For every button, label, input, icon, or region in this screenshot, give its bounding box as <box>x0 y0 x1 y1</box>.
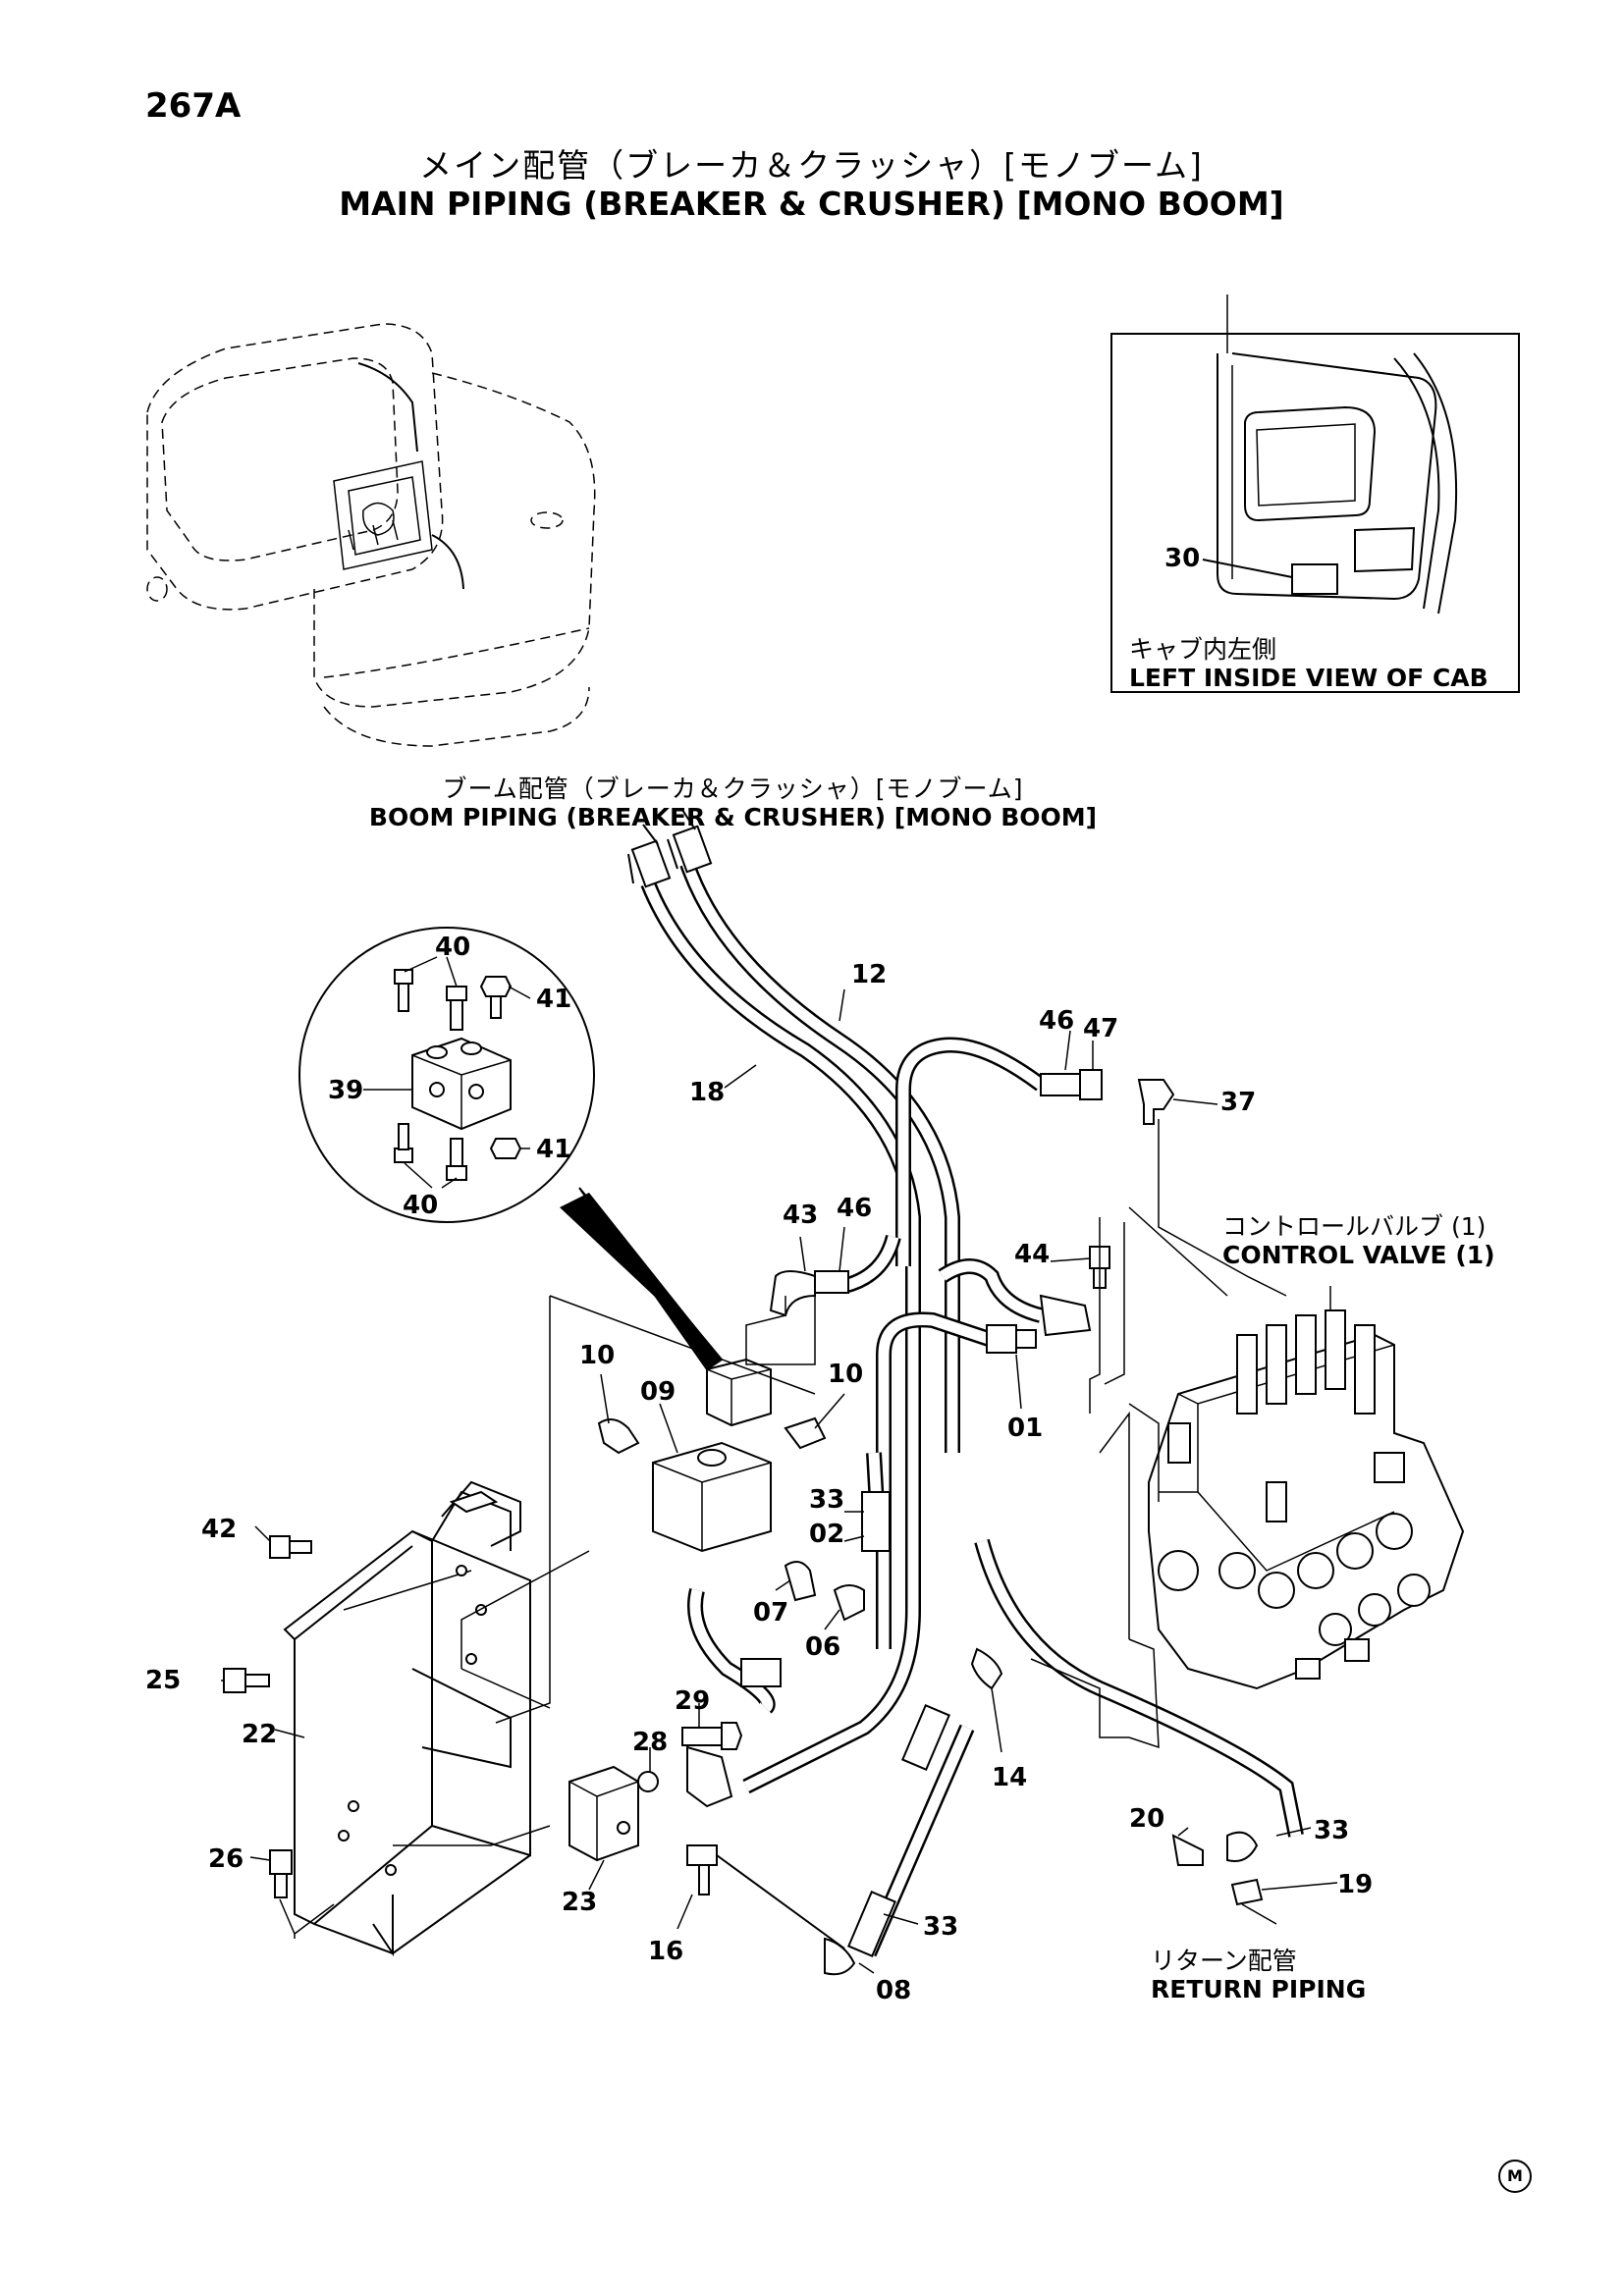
callout-39: 39 <box>328 1076 364 1105</box>
inset-label-english: LEFT INSIDE VIEW OF CAB <box>1129 664 1488 692</box>
callout-22: 22 <box>242 1720 278 1749</box>
mounting-bracket <box>283 1480 531 1957</box>
callout-10-right: 10 <box>828 1360 864 1389</box>
lower-fittings <box>223 1079 1264 1976</box>
return-piping-label-japanese: リターン配管 <box>1151 1947 1297 1975</box>
page-number: 267A <box>145 86 242 126</box>
callout-18: 18 <box>689 1078 726 1107</box>
inset-label-japanese: キャブ内左側 <box>1129 635 1277 664</box>
callout-16: 16 <box>648 1937 684 1966</box>
callout-14: 14 <box>992 1763 1028 1792</box>
callout-02: 02 <box>809 1520 845 1549</box>
callout-20: 20 <box>1129 1804 1165 1834</box>
callout-46-mid: 46 <box>837 1194 873 1223</box>
excavator-cab-illustration <box>146 323 596 747</box>
control-valve-label-english: CONTROL VALVE (1) <box>1222 1241 1495 1269</box>
control-valve <box>1148 1309 1465 1690</box>
callout-37: 37 <box>1220 1088 1257 1117</box>
callout-41-top: 41 <box>536 985 572 1014</box>
callout-30: 30 <box>1164 544 1201 573</box>
callout-47: 47 <box>1083 1014 1119 1043</box>
callout-25: 25 <box>145 1666 182 1695</box>
callout-46-top: 46 <box>1039 1006 1075 1036</box>
callout-06: 06 <box>805 1632 841 1662</box>
boom-piping-label-english: BOOM PIPING (BREAKER & CRUSHER) [MONO BO… <box>368 803 1098 831</box>
return-piping-label-english: RETURN PIPING <box>1151 1975 1367 2003</box>
callout-23: 23 <box>562 1888 598 1917</box>
callout-12: 12 <box>851 960 888 989</box>
leader-lines <box>221 988 1338 1974</box>
callout-01: 01 <box>1007 1414 1044 1443</box>
reference-lines <box>279 1119 1331 1939</box>
callout-26: 26 <box>208 1844 244 1874</box>
callout-09: 09 <box>640 1377 676 1407</box>
callout-40-top: 40 <box>435 933 471 962</box>
control-valve-label-japanese: コントロールバルブ (1) <box>1222 1212 1487 1241</box>
callout-33-mid: 33 <box>809 1485 845 1515</box>
callout-28: 28 <box>632 1728 669 1757</box>
callout-29: 29 <box>675 1686 711 1716</box>
title-japanese: メイン配管（ブレーカ＆クラッシャ）[モノブーム] <box>419 146 1204 185</box>
callout-33-lower: 33 <box>923 1912 959 1942</box>
callout-33-right: 33 <box>1314 1816 1350 1845</box>
callout-42: 42 <box>201 1515 238 1544</box>
junction-block-detail <box>298 927 724 1371</box>
title-english: MAIN PIPING (BREAKER & CRUSHER) [MONO BO… <box>339 185 1284 223</box>
maker-mark: M <box>1498 2160 1532 2193</box>
callout-41-bottom: 41 <box>536 1135 572 1164</box>
callout-10-left: 10 <box>579 1341 616 1370</box>
callout-44: 44 <box>1014 1240 1051 1269</box>
callout-40-bottom: 40 <box>403 1191 439 1220</box>
callout-43: 43 <box>783 1201 819 1230</box>
boom-piping-label-japanese: ブーム配管（ブレーカ＆クラッシャ）[モノブーム] <box>442 774 1024 803</box>
callout-08: 08 <box>876 1976 912 2005</box>
callout-19: 19 <box>1337 1870 1374 1899</box>
cab-inset-box <box>1110 294 1520 693</box>
callout-07: 07 <box>753 1598 789 1628</box>
